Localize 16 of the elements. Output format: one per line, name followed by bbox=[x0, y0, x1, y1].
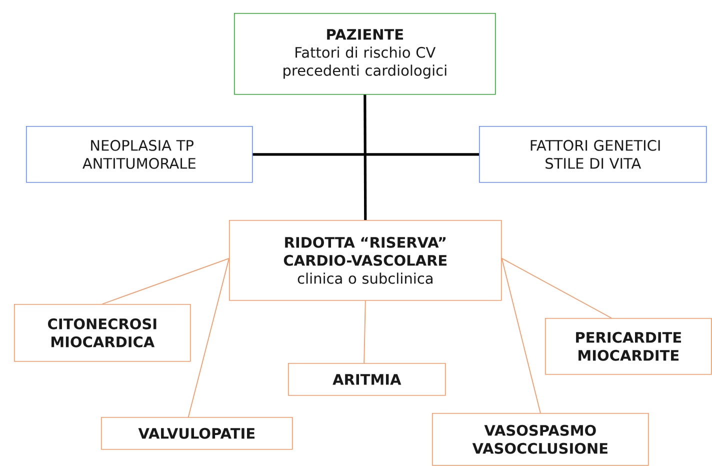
connector-line bbox=[252, 153, 479, 156]
connector-line bbox=[102, 258, 230, 304]
text-box: VALVULOPATIE bbox=[101, 417, 293, 450]
text-box: VASOSPASMO VASOCCLUSIONE bbox=[432, 413, 649, 466]
text-box: NEOPLASIA TP ANTITUMORALE bbox=[26, 126, 253, 183]
text-box: FATTORI GENETICI STILE DI VITA bbox=[479, 126, 707, 183]
connector-line bbox=[501, 258, 612, 318]
connector-line bbox=[364, 94, 367, 220]
connector-line bbox=[364, 300, 366, 364]
connector-line bbox=[188, 258, 230, 418]
text-box: RIDOTTA “RISERVA” CARDIO-VASCOLARE clinica o subclinica bbox=[229, 220, 502, 301]
connector-line bbox=[501, 258, 541, 414]
text-box: PERICARDITE MIOCARDITE bbox=[545, 318, 712, 375]
text-box: PAZIENTE Fattori di rischio CV precedenti cardiologici bbox=[234, 13, 496, 95]
text-box: ARITMIA bbox=[288, 363, 446, 396]
text-box: CITONECROSI MIOCARDICA bbox=[14, 304, 191, 362]
